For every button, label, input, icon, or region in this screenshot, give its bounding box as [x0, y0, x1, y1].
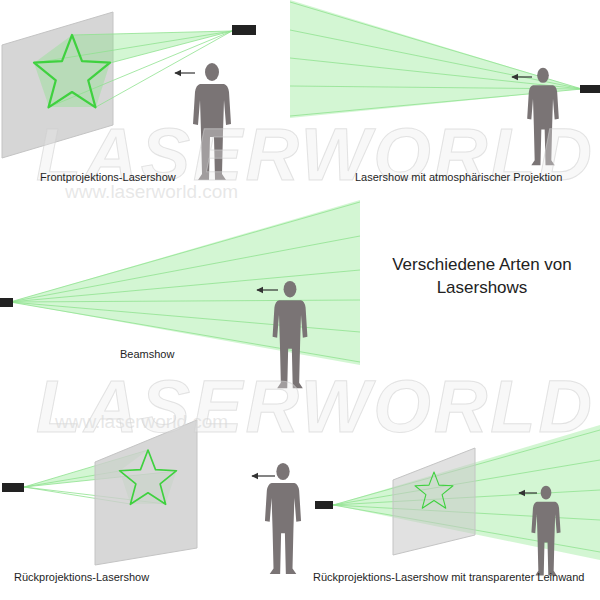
caption: Rückprojektions-Lasershow [14, 571, 149, 583]
watermark-url: www.laserworld.com [55, 412, 228, 431]
watermark-url: www.laserworld.com [65, 182, 238, 201]
caption: Lasershow mit atmosphärischer Projektion [355, 171, 562, 183]
diagram-title: Verschiedene Arten von Lasershows [382, 254, 582, 300]
caption: Beamshow [120, 348, 174, 360]
watermark: LASERWORLD [36, 370, 595, 444]
beamshow-scene [0, 200, 360, 388]
caption: Rückprojektions-Lasershow mit transparen… [313, 571, 584, 583]
transparent-screen-scene [315, 425, 600, 575]
